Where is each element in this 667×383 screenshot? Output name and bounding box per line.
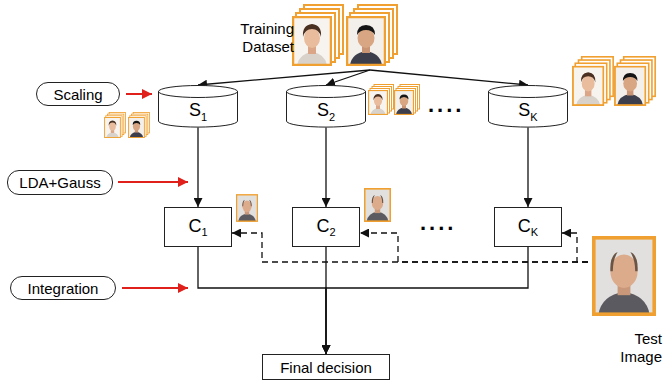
- subscript: 2: [329, 226, 335, 238]
- connector: [326, 70, 370, 85]
- node-text: Training Dataset: [240, 20, 294, 55]
- connector: [370, 70, 528, 85]
- stage-label: Scaling: [36, 82, 120, 106]
- subscript: K: [530, 111, 537, 123]
- stage-label: LDA+Gauss: [7, 170, 112, 195]
- ellipsis-label: ....: [420, 212, 456, 234]
- classifier-box: C1: [164, 207, 232, 247]
- subscript: K: [531, 226, 538, 238]
- node-text: LDA+Gauss: [19, 174, 100, 191]
- node-label: S1: [189, 100, 207, 123]
- image-group: Test Image: [588, 232, 664, 366]
- node-text: C: [518, 216, 531, 236]
- stage-label: Integration: [10, 276, 116, 300]
- dataset-cylinder: S1: [158, 85, 238, 128]
- node-label: Test Image: [612, 330, 662, 366]
- subscript: 2: [329, 111, 335, 123]
- node-label: C1: [188, 216, 207, 239]
- connector: [325, 128, 326, 207]
- node-text: Test Image: [620, 330, 662, 365]
- connector: [562, 233, 588, 262]
- classifier-box: CK: [494, 207, 562, 247]
- subscript: 1: [201, 111, 207, 123]
- node-text: Final decision: [280, 359, 372, 376]
- node-label: SK: [518, 100, 537, 123]
- classifier-box: C2: [292, 207, 360, 247]
- dataset-cylinder: SK: [488, 85, 568, 128]
- node-label: C2: [316, 216, 335, 239]
- connector: [198, 247, 326, 354]
- node-label: LDA+Gauss: [19, 174, 100, 191]
- node-text: C: [316, 216, 329, 236]
- dataset-cylinder: S2: [286, 85, 366, 128]
- node-label: Training Dataset: [222, 20, 294, 56]
- connector: [527, 128, 528, 207]
- test-photos: [237, 189, 655, 315]
- connector: [326, 247, 528, 354]
- node-text: Scaling: [53, 86, 102, 103]
- scaled-photos: [105, 57, 656, 138]
- node-label: Scaling: [53, 86, 102, 103]
- decision-box: Final decision: [262, 354, 390, 380]
- node-text: S: [189, 100, 201, 120]
- node-label: S2: [317, 100, 335, 123]
- node-text: Integration: [28, 280, 99, 297]
- node-text: S: [317, 100, 329, 120]
- subscript: 1: [201, 226, 207, 238]
- connector: [198, 70, 370, 85]
- node-label: Final decision: [280, 359, 372, 376]
- node-text: C: [188, 216, 201, 236]
- training-photos: [293, 5, 397, 65]
- ellipsis-label: ....: [428, 94, 464, 116]
- image-group: Training Dataset: [222, 2, 414, 70]
- node-label: CK: [518, 216, 538, 239]
- node-label: Integration: [28, 280, 99, 297]
- connector: [197, 128, 198, 207]
- node-text: S: [518, 100, 530, 120]
